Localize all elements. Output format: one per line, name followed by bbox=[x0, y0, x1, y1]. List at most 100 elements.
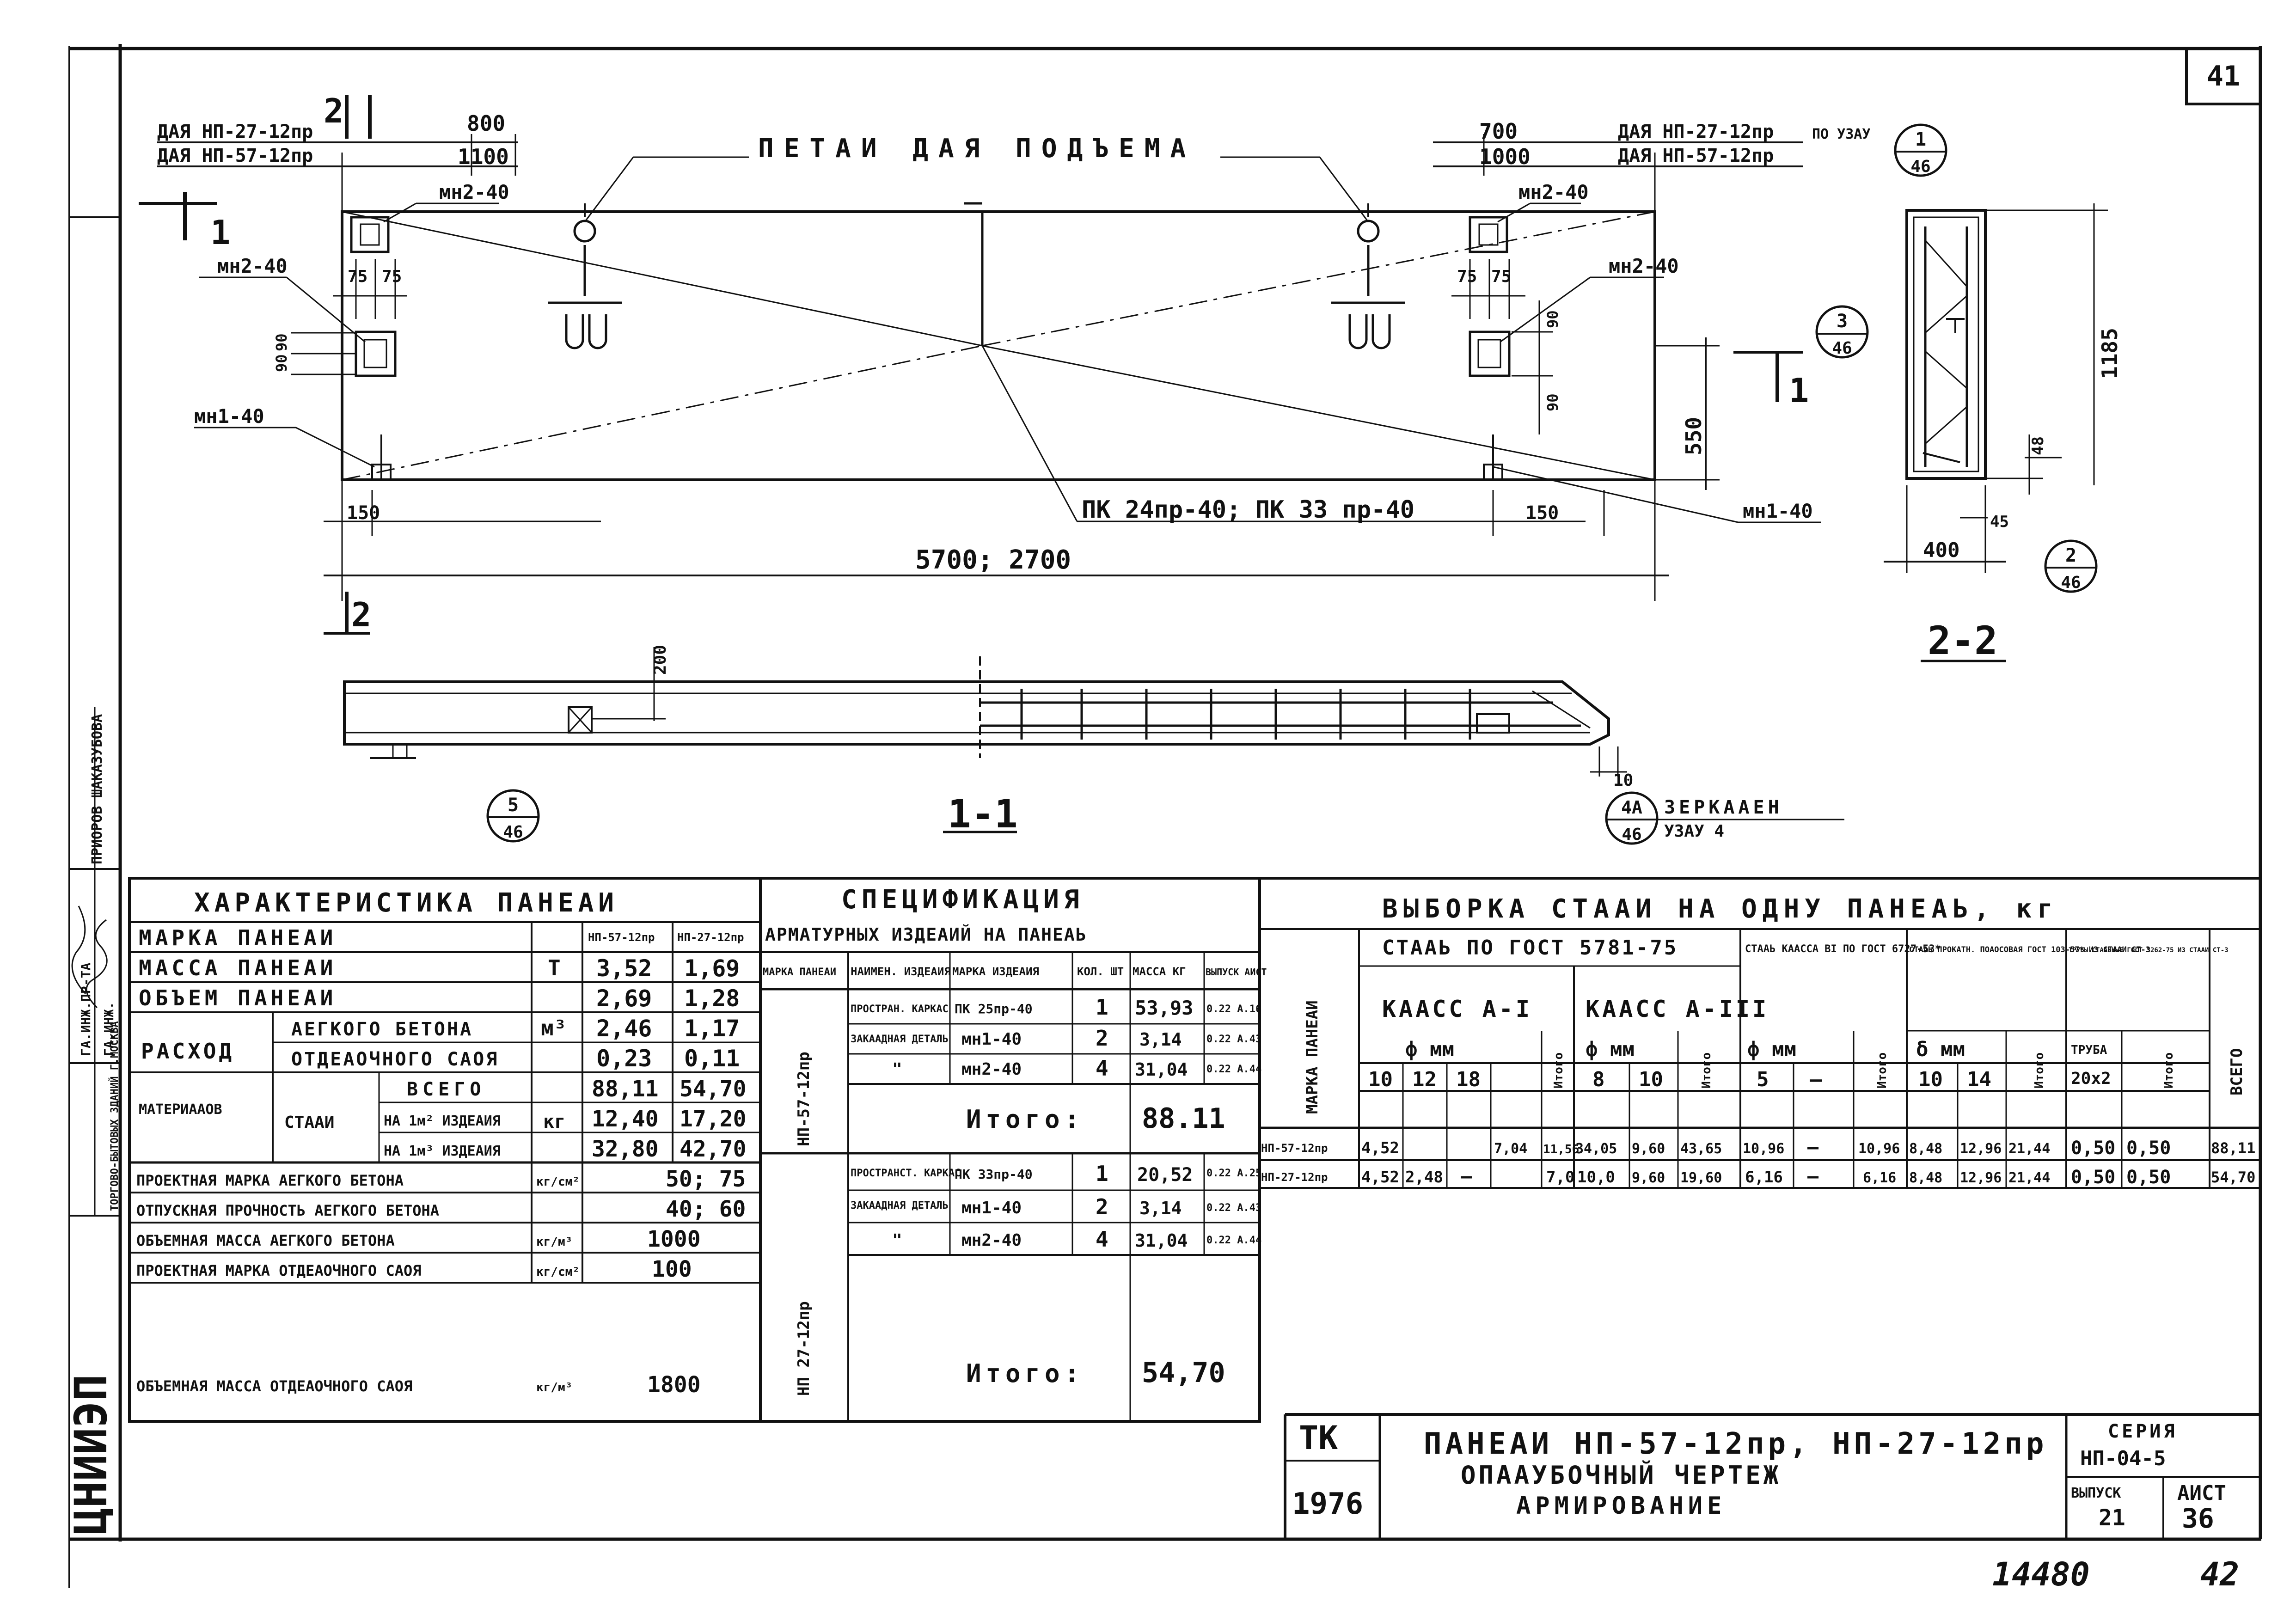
steel-total-a1: Итого bbox=[1552, 1052, 1566, 1089]
steel-class-b1: СТААЬ КААССА ВI ПО ГОСТ 6727-53* bbox=[1745, 943, 1941, 955]
panel-char-title: ХАРАКТЕРИСТИКА ПАНЕАИ bbox=[194, 888, 618, 918]
steel-r0-r10: 8,48 bbox=[1909, 1141, 1942, 1157]
steel-thk-1: 14 bbox=[1967, 1068, 1991, 1091]
dim-75-d: 75 bbox=[1491, 267, 1511, 286]
panel-plan-view bbox=[139, 95, 1821, 635]
tb-issue: 21 bbox=[2099, 1505, 2125, 1531]
pc-prop3-label: ПРОЕКТНАЯ МАРКА ОТДЕАОЧНОГО САОЯ bbox=[136, 1262, 422, 1279]
pc-prop0-value: 50; 75 bbox=[666, 1166, 746, 1192]
spec-g1-total: 54,70 bbox=[1142, 1357, 1225, 1389]
steel-pipe-label: ТРУБА bbox=[2071, 1043, 2107, 1057]
steel-r1-a1-18: — bbox=[1461, 1166, 1472, 1187]
steel-phi-a3: ф мм bbox=[1586, 1038, 1635, 1061]
pc-row7-b: 42,70 bbox=[680, 1136, 747, 1162]
spec-g1-r0-mark: ПК 33пр-40 bbox=[955, 1167, 1033, 1182]
spec-g0-r1-sheet: 0.22 А.43 bbox=[1206, 1034, 1261, 1045]
spec-g0-total-label: Итого: bbox=[966, 1105, 1084, 1134]
pc-col-b: НП-27-12пр bbox=[677, 931, 744, 944]
dim-150-left: 150 bbox=[347, 502, 380, 524]
pc-row0-label: МАРКА ПАНЕАИ bbox=[139, 925, 337, 950]
tb-title-2: ОПААУБОЧНЫЙ ЧЕРТЕЖ bbox=[1461, 1461, 1781, 1490]
dim-10: 10 bbox=[1613, 771, 1633, 790]
steel-rolled: СТААЬ ПРОКАТН. ПОАОСОВАЯ ГОСТ 103-57* ИЗ… bbox=[1909, 945, 2150, 954]
mirrored-note-a: ЗЕРКААЕН bbox=[1664, 797, 1783, 818]
spec-g0-r1-qty: 2 bbox=[1096, 1026, 1108, 1051]
pc-prop4-unit: кг/м³ bbox=[536, 1381, 572, 1395]
pc-row2-a: 2,69 bbox=[596, 985, 652, 1012]
steel-dia-a1-2: 18 bbox=[1456, 1068, 1481, 1091]
steel-r0-total: 88,11 bbox=[2211, 1139, 2255, 1157]
spec-g0-panel: НП-57-12пр bbox=[795, 1052, 813, 1146]
frame-marks: ПК 24пр-40; ПК 33 пр-40 bbox=[1082, 496, 1414, 524]
spec-g1-r1-mass: 3,14 bbox=[1139, 1198, 1182, 1218]
steel-r0-a1-10: 4,52 bbox=[1361, 1139, 1399, 1157]
steel-r1-mark: НП-27-12пр bbox=[1261, 1171, 1328, 1184]
spec-g1-r2-sheet: 0.22 А.44 bbox=[1206, 1235, 1261, 1246]
steel-r0-a1-18: 7,04 bbox=[1494, 1141, 1527, 1157]
steel-dia-b1-0: 5 bbox=[1757, 1068, 1769, 1091]
pc-row4-b: 0,11 bbox=[684, 1045, 740, 1072]
callout-2-top: 2 bbox=[2065, 545, 2076, 566]
steel-dia-a3-0: 8 bbox=[1592, 1068, 1605, 1091]
steel-r0-b1-5: 10,96 bbox=[1743, 1141, 1784, 1157]
steel-table bbox=[1259, 877, 2260, 1189]
section-1-1-view bbox=[343, 647, 1627, 833]
left-strip-org: ЦНИИЭП bbox=[65, 1374, 117, 1535]
dim-75-a: 75 bbox=[348, 267, 367, 286]
pc-row7-label: НА 1м³ ИЗДЕАИЯ bbox=[384, 1143, 501, 1159]
dim-90-a: 90 bbox=[273, 333, 290, 351]
note-for-57-left: ДАЯ НП-57-12пр bbox=[157, 145, 313, 166]
callout-2-bottom: 46 bbox=[2061, 573, 2081, 592]
steel-gost-header: СТААЬ ПО ГОСТ 5781-75 bbox=[1382, 936, 1678, 960]
steel-r1-a3-10: 9,60 bbox=[1632, 1170, 1665, 1186]
steel-r0-a1-tot: 11,56 bbox=[1543, 1143, 1579, 1156]
pc-row7-a: 32,80 bbox=[592, 1136, 659, 1162]
steel-r0-r14: 12,96 bbox=[1960, 1141, 2002, 1157]
mark-mn2-top-right: мн2-40 bbox=[1518, 181, 1589, 203]
lifting-loop-right bbox=[1331, 203, 1405, 349]
dim-700: 700 bbox=[1479, 119, 1518, 144]
spec-h3: КОЛ. ШТ bbox=[1077, 965, 1124, 978]
spec-g0-r0-qty: 1 bbox=[1096, 995, 1108, 1020]
pc-row2-unit: м³ bbox=[541, 1015, 566, 1040]
spec-g0-r2-mass: 31,04 bbox=[1135, 1059, 1188, 1080]
spec-h2: МАРКА ИЗДЕАИЯ bbox=[952, 965, 1039, 978]
overall-length: 5700; 2700 bbox=[915, 545, 1071, 575]
spec-table bbox=[759, 877, 1261, 1423]
steel-phi-b1: ф мм bbox=[1747, 1038, 1796, 1061]
dim-1000: 1000 bbox=[1479, 144, 1531, 169]
steel-total-p: Итого bbox=[2162, 1052, 2176, 1089]
spec-g0-r2-qty: 4 bbox=[1096, 1056, 1108, 1081]
pc-row3-a: 2,46 bbox=[596, 1015, 652, 1042]
pc-prop3-unit: кг/см² bbox=[536, 1265, 580, 1279]
left-strip-role-1: ГА.ИНЖ.ПР-ТА bbox=[78, 963, 93, 1056]
section-1-1-title: 1-1 bbox=[948, 791, 1018, 837]
callout-5-bottom: 46 bbox=[503, 823, 523, 842]
spec-h1: НАИМЕН. ИЗДЕАИЯ bbox=[851, 965, 951, 978]
pc-prop2-value: 1000 bbox=[647, 1226, 701, 1252]
steel-r0-a3-tot: 43,65 bbox=[1680, 1141, 1722, 1157]
pc-row6-label: НА 1м² ИЗДЕАИЯ bbox=[384, 1113, 501, 1129]
steel-r1-a3-8: 10,0 bbox=[1577, 1168, 1615, 1187]
mark-mn2-right: мн2-40 bbox=[1609, 255, 1679, 277]
spec-g0-r1-name: ЗАКААДНАЯ ДЕТАЛЬ bbox=[851, 1034, 949, 1045]
pc-prop4-label: ОБЪЕМНАЯ МАССА ОТДЕАОЧНОГО САОЯ bbox=[136, 1377, 412, 1395]
spec-g0-r0-name: ПРОСТРАН. КАРКАС bbox=[851, 1003, 949, 1015]
steel-pipes: ТРУБЫ СТААЬНЫЕ ГОСТ 3262-75 ИЗ СТААИ СТ-… bbox=[2069, 947, 2229, 954]
spec-g1-r1-mark: мн1-40 bbox=[961, 1199, 1022, 1217]
callout-3 bbox=[1815, 305, 1869, 359]
spec-g0-total: 88.11 bbox=[1142, 1102, 1225, 1135]
pc-prop0-unit: кг/см² bbox=[536, 1175, 580, 1189]
steel-class-a3: КААСС А-III bbox=[1586, 996, 1769, 1022]
sheet-number: 41 bbox=[2207, 60, 2240, 92]
pc-group-steel: СТААИ bbox=[284, 1113, 334, 1132]
dim-150-right: 150 bbox=[1525, 502, 1559, 524]
dim-400: 400 bbox=[1923, 538, 1959, 562]
spec-h0: МАРКА ПАНЕАИ bbox=[763, 967, 836, 978]
pc-row3-label: АЕГКОГО БЕТОНА bbox=[291, 1019, 473, 1040]
spec-g1-r0-qty: 1 bbox=[1096, 1161, 1108, 1186]
steel-r1-total: 54,70 bbox=[2211, 1168, 2255, 1186]
dim-75-b: 75 bbox=[382, 267, 402, 286]
callout-1-top: 1 bbox=[1915, 129, 1926, 150]
